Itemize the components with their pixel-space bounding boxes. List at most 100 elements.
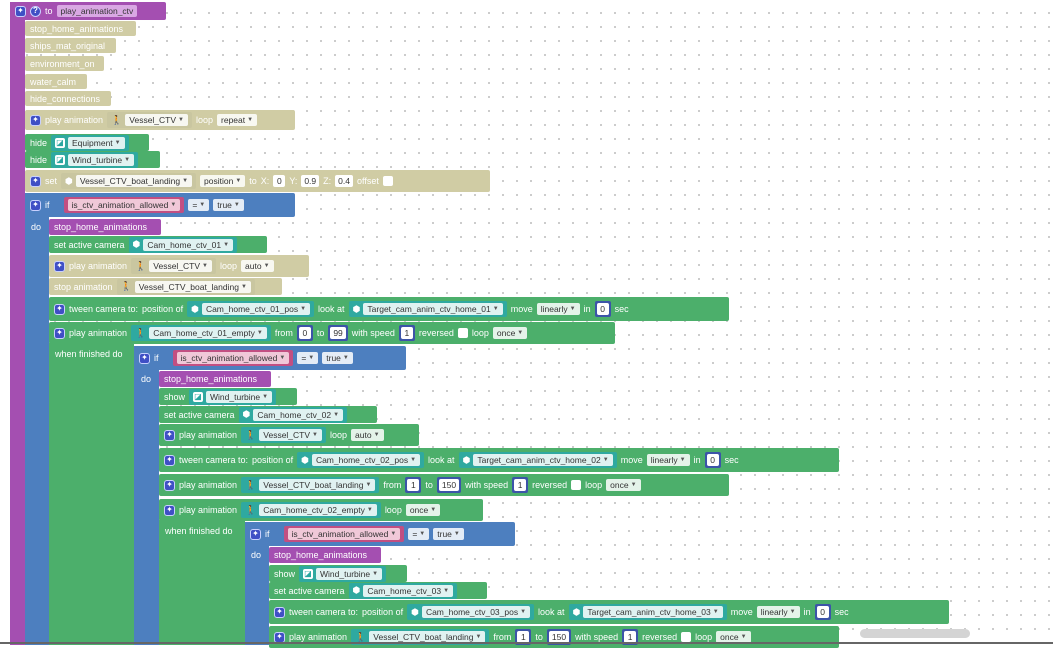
- duration-input[interactable]: 0: [816, 606, 829, 618]
- object-selector[interactable]: 🚶 Cam_home_ctv_01_empty▼: [131, 325, 271, 341]
- tween-camera-block[interactable]: ✦ tween camera to: position of ⬢ Cam_hom…: [159, 448, 839, 472]
- target-dropdown[interactable]: Target_cam_anim_ctv_home_03▼: [583, 606, 723, 618]
- position-dropdown[interactable]: Cam_home_ctv_03_pos▼: [421, 606, 531, 618]
- loop-dropdown[interactable]: repeat▼: [217, 114, 258, 126]
- number-block[interactable]: 0: [704, 452, 721, 468]
- duration-input[interactable]: 0: [706, 454, 719, 466]
- play-animation-range-block[interactable]: ✦ play animation 🚶 Cam_home_ctv_01_empty…: [49, 322, 615, 344]
- call-block[interactable]: water_calm: [25, 74, 87, 89]
- position-selector[interactable]: ⬢ Cam_home_ctv_02_pos▼: [297, 452, 425, 468]
- object-selector[interactable]: 🚶 Vessel_CTV▼: [107, 112, 192, 128]
- y-input[interactable]: 0.9: [301, 175, 320, 187]
- property-dropdown[interactable]: position▼: [200, 175, 246, 187]
- object-selector[interactable]: ◪ Wind_turbine▼: [189, 388, 277, 405]
- target-selector[interactable]: ⬢ Target_cam_anim_ctv_home_02▼: [458, 452, 617, 468]
- procedure-name-field[interactable]: play_animation_ctv: [56, 5, 138, 17]
- object-dropdown[interactable]: Wind_turbine▼: [206, 390, 273, 403]
- duration-input[interactable]: 0: [596, 303, 609, 315]
- camera-selector[interactable]: ⬢ Cam_home_ctv_03▼: [348, 582, 458, 599]
- loop-dropdown[interactable]: once▼: [492, 327, 528, 339]
- show-block[interactable]: show ◪ Wind_turbine▼: [159, 388, 297, 405]
- object-dropdown[interactable]: Wind_turbine▼: [68, 153, 135, 166]
- object-selector[interactable]: 🚶 Vessel_CTV▼: [131, 258, 216, 274]
- object-dropdown[interactable]: Cam_home_ctv_02_empty▼: [259, 504, 377, 516]
- gear-icon[interactable]: ✦: [54, 303, 65, 315]
- to-input[interactable]: 99: [330, 327, 346, 339]
- set-camera-block[interactable]: set active camera ⬢ Cam_home_ctv_01▼: [49, 236, 267, 253]
- loop-dropdown[interactable]: auto▼: [241, 260, 274, 272]
- gear-icon[interactable]: ✦: [54, 327, 65, 339]
- boolean-dropdown[interactable]: true▼: [433, 528, 464, 540]
- object-selector[interactable]: 🚶 Vessel_CTV▼: [241, 427, 326, 443]
- number-block[interactable]: 150: [546, 629, 572, 645]
- object-selector[interactable]: ◪ Wind_turbine▼: [299, 565, 387, 582]
- camera-dropdown[interactable]: Cam_home_ctv_02▼: [253, 408, 344, 421]
- object-dropdown[interactable]: Wind_turbine▼: [316, 567, 383, 580]
- object-dropdown[interactable]: Vessel_CTV▼: [149, 260, 212, 272]
- speed-input[interactable]: 1: [400, 327, 413, 339]
- gear-icon[interactable]: ✦: [164, 479, 175, 491]
- object-selector[interactable]: 🚶 Vessel_CTV_boat_landing▼: [351, 629, 490, 645]
- call-block[interactable]: ships_mat_original: [25, 38, 116, 53]
- set-camera-block[interactable]: set active camera ⬢ Cam_home_ctv_03▼: [269, 582, 487, 599]
- boolean-dropdown[interactable]: true▼: [213, 199, 244, 211]
- number-block[interactable]: 1: [405, 477, 422, 493]
- gear-icon[interactable]: ✦: [30, 114, 41, 126]
- from-input[interactable]: 0: [298, 327, 311, 339]
- speed-input[interactable]: 1: [514, 479, 527, 491]
- easing-dropdown[interactable]: linearly▼: [646, 454, 690, 466]
- reversed-checkbox[interactable]: [571, 480, 582, 490]
- hide-block[interactable]: hide ◪ Equipment▼: [25, 134, 149, 151]
- offset-checkbox[interactable]: [382, 176, 393, 186]
- position-dropdown[interactable]: Cam_home_ctv_02_pos▼: [311, 454, 421, 466]
- camera-selector[interactable]: ⬢ Cam_home_ctv_02▼: [238, 406, 348, 423]
- camera-dropdown[interactable]: Cam_home_ctv_03▼: [363, 584, 454, 597]
- horizontal-scrollbar[interactable]: [860, 629, 970, 638]
- variable-dropdown[interactable]: is_ctv_animation_allowed▼: [176, 352, 290, 364]
- reversed-checkbox[interactable]: [457, 328, 468, 338]
- object-selector[interactable]: 🚶 Vessel_CTV_boat_landing▼: [116, 278, 255, 295]
- operator-dropdown[interactable]: =▼: [297, 352, 319, 364]
- call-block[interactable]: stop_home_animations: [269, 547, 381, 563]
- play-animation-block[interactable]: ✦ play animation 🚶 Vessel_CTV▼ loop auto…: [49, 255, 309, 277]
- gear-icon[interactable]: ✦: [164, 504, 175, 516]
- number-block[interactable]: 0: [594, 301, 611, 317]
- x-input[interactable]: 0: [273, 175, 286, 187]
- to-input[interactable]: 150: [548, 631, 570, 643]
- play-animation-block[interactable]: ✦ play animation 🚶 Vessel_CTV▼ loop repe…: [25, 110, 295, 130]
- tween-camera-block[interactable]: ✦ tween camera to: position of ⬢ Cam_hom…: [49, 297, 729, 321]
- variable-getter[interactable]: is_ctv_animation_allowed▼: [283, 526, 405, 542]
- object-dropdown[interactable]: Cam_home_ctv_01_empty▼: [149, 327, 267, 339]
- object-dropdown[interactable]: Vessel_CTV_boat_landing▼: [259, 479, 376, 491]
- loop-dropdown[interactable]: once▼: [716, 631, 751, 643]
- gear-icon[interactable]: ✦: [30, 175, 41, 187]
- gear-icon[interactable]: ✦: [139, 352, 150, 364]
- object-selector[interactable]: 🚶 Vessel_CTV_boat_landing▼: [241, 477, 380, 493]
- number-block[interactable]: 1: [512, 477, 529, 493]
- object-selector[interactable]: 🚶 Cam_home_ctv_02_empty▼: [241, 502, 381, 518]
- if-block-header[interactable]: ✦ if is_ctv_animation_allowed▼ =▼ true▼: [25, 193, 295, 217]
- operator-dropdown[interactable]: =▼: [408, 528, 430, 540]
- play-animation-block[interactable]: ✦ play animation 🚶 Cam_home_ctv_02_empty…: [159, 499, 483, 521]
- if-block-header[interactable]: ✦ if is_ctv_animation_allowed▼ =▼ true▼: [134, 346, 406, 370]
- number-block[interactable]: 0: [296, 325, 313, 341]
- object-dropdown[interactable]: Equipment▼: [68, 136, 125, 149]
- object-selector[interactable]: ⬢ Vessel_CTV_boat_landing▼: [61, 173, 197, 189]
- loop-dropdown[interactable]: once▼: [405, 504, 441, 516]
- object-dropdown[interactable]: Vessel_CTV▼: [259, 429, 322, 441]
- hide-block[interactable]: hide ◪ Wind_turbine▼: [25, 151, 160, 168]
- boolean-dropdown[interactable]: true▼: [322, 352, 353, 364]
- variable-getter[interactable]: is_ctv_animation_allowed▼: [63, 197, 185, 213]
- target-selector[interactable]: ⬢ Target_cam_anim_ctv_home_01▼: [348, 301, 507, 317]
- set-position-block[interactable]: ✦ set ⬢ Vessel_CTV_boat_landing▼ positio…: [25, 170, 490, 192]
- from-input[interactable]: 1: [517, 631, 530, 643]
- variable-dropdown[interactable]: is_ctv_animation_allowed▼: [287, 528, 401, 540]
- help-icon[interactable]: ?: [30, 5, 41, 17]
- call-block[interactable]: stop_home_animations: [49, 219, 161, 235]
- camera-selector[interactable]: ⬢ Cam_home_ctv_01▼: [128, 236, 238, 253]
- variable-dropdown[interactable]: is_ctv_animation_allowed▼: [67, 199, 181, 211]
- number-block[interactable]: 0: [814, 604, 831, 620]
- gear-icon[interactable]: ✦: [54, 260, 65, 272]
- gear-icon[interactable]: ✦: [274, 631, 285, 643]
- position-selector[interactable]: ⬢ Cam_home_ctv_03_pos▼: [407, 604, 535, 620]
